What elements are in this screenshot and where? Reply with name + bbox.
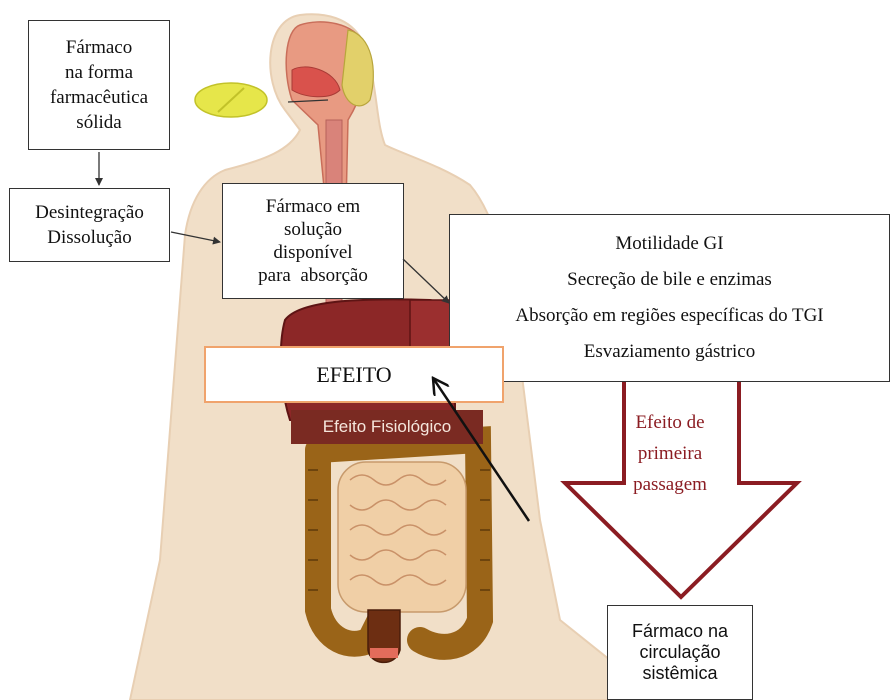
effect-label: EFEITO [316, 362, 391, 388]
salivary-gland [342, 30, 373, 106]
solid-dosage-form-box: Fármaco na forma farmacêutica sólida [28, 20, 170, 150]
solution-line-4: para absorção [258, 264, 368, 287]
factor-motility: Motilidade GI [615, 226, 723, 262]
solid-line-2: na forma [65, 60, 133, 85]
solution-line-3: disponível [273, 241, 352, 264]
disintegration-box: Desintegração Dissolução [9, 188, 170, 262]
solution-line-2: solução [284, 218, 342, 241]
first-pass-line-3: passagem [612, 469, 728, 500]
physiological-effect-label: Efeito Fisiológico [291, 410, 483, 444]
solid-line-3: farmacêutica [50, 85, 148, 110]
solution-line-1: Fármaco em [266, 195, 360, 218]
factor-bile-secretion: Secreção de bile e enzimas [567, 262, 772, 298]
first-pass-line-1: Efeito de [612, 407, 728, 438]
systemic-circulation-box: Fármaco na circulação sistêmica [607, 605, 753, 700]
disintegration-line-2: Dissolução [47, 225, 131, 250]
gi-factors-box: Motilidade GI Secreção de bile e enzimas… [449, 214, 890, 382]
solid-line-1: Fármaco [66, 35, 132, 60]
factor-gastric-emptying: Esvaziamento gástrico [584, 334, 755, 370]
systemic-line-2: circulação [639, 642, 720, 663]
effect-box: EFEITO [204, 346, 504, 403]
systemic-line-1: Fármaco na [632, 621, 728, 642]
rectum-end [370, 648, 398, 658]
first-pass-line-2: primeira [612, 438, 728, 469]
solution-box: Fármaco em solução disponível para absor… [222, 183, 404, 299]
disintegration-line-1: Desintegração [35, 200, 144, 225]
small-intestine [338, 462, 466, 612]
systemic-line-3: sistêmica [642, 663, 717, 684]
first-pass-label: Efeito de primeira passagem [612, 407, 728, 500]
solid-line-4: sólida [76, 110, 121, 135]
factor-regional-absorption: Absorção em regiões específicas do TGI [515, 298, 823, 334]
